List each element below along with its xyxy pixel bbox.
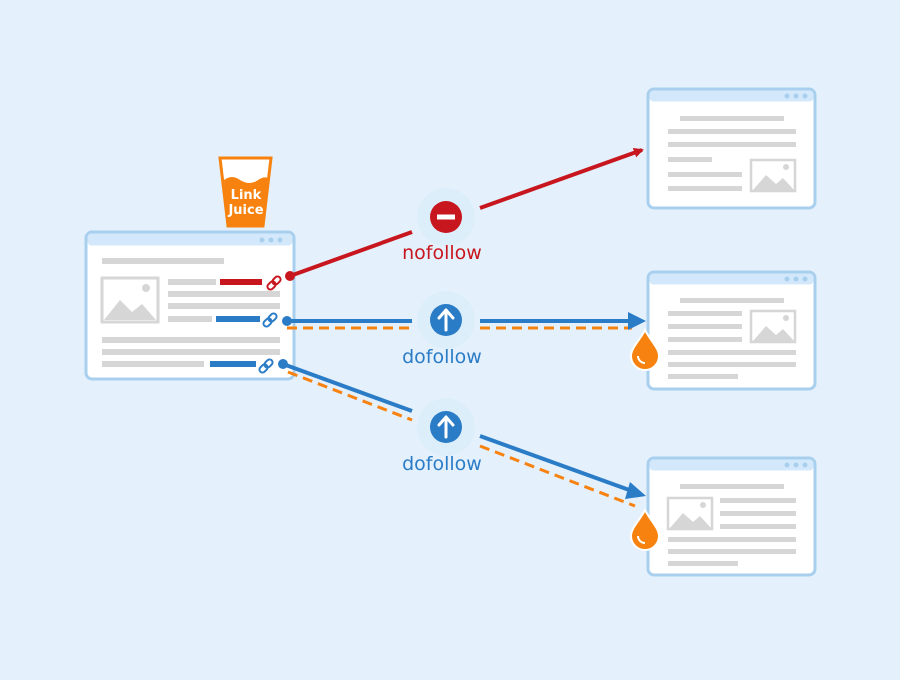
link-chain-icon	[262, 312, 278, 328]
dofollow-link-1	[282, 312, 646, 330]
cup-label-line-1: Link	[230, 188, 262, 203]
arrow-up-icon	[417, 291, 475, 349]
link-juice-cup-icon	[218, 156, 273, 228]
image-placeholder-icon	[749, 158, 797, 193]
nofollow-label: nofollow	[402, 242, 482, 264]
juice-drop-icon	[629, 327, 661, 371]
image-placeholder-icon	[666, 496, 714, 531]
target-page-1	[646, 87, 817, 210]
link-chain-icon	[258, 358, 274, 374]
target-page-2	[646, 270, 817, 391]
dofollow-label-1: dofollow	[402, 346, 482, 368]
juice-drop-icon	[629, 507, 661, 551]
image-placeholder-icon	[100, 276, 160, 324]
link-juice-label: Link Juice	[218, 188, 274, 218]
image-placeholder-icon	[749, 309, 797, 344]
target-page-3	[646, 456, 817, 577]
nofollow-link	[285, 147, 644, 281]
cup-label-line-2: Juice	[228, 203, 264, 218]
dofollow-label-2: dofollow	[402, 453, 482, 475]
link-chain-icon	[266, 275, 282, 291]
arrow-up-icon	[417, 398, 475, 456]
dofollow-link-2	[278, 359, 646, 508]
source-page	[84, 230, 296, 381]
no-entry-icon	[417, 188, 475, 246]
